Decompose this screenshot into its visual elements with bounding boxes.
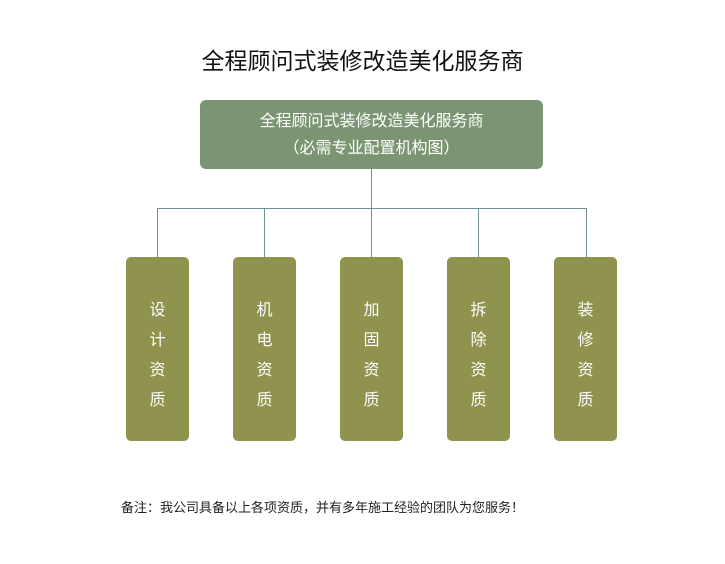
child-node-label: 设计资质 [149,300,166,409]
child-node-label: 加固资质 [363,300,380,409]
page-title: 全程顾问式装修改造美化服务商 [201,49,524,75]
connector-branch [371,208,372,257]
child-node-decoration: 装修资质 [554,257,617,441]
connector-branch [478,208,479,257]
connector-branch [586,208,587,257]
connector-bus [157,208,587,209]
child-node-reinforcement: 加固资质 [340,257,403,441]
child-node-label: 机电资质 [256,300,273,409]
connector-branch [264,208,265,257]
root-node: 全程顾问式装修改造美化服务商 （必需专业配置机构图） [200,100,543,169]
child-node-mep: 机电资质 [233,257,296,441]
child-node-label: 装修资质 [577,300,594,409]
child-node-demolition: 拆除资质 [447,257,510,441]
root-node-title: 全程顾问式装修改造美化服务商 [259,111,484,130]
connector-branch [157,208,158,257]
connector-trunk [371,169,372,208]
root-node-subtitle: （必需专业配置机构图） [283,138,460,157]
footnote: 备注：我公司具备以上各项资质，并有多年施工经验的团队为您服务！ [121,501,525,516]
child-node-label: 拆除资质 [470,300,487,409]
child-node-design: 设计资质 [126,257,189,441]
